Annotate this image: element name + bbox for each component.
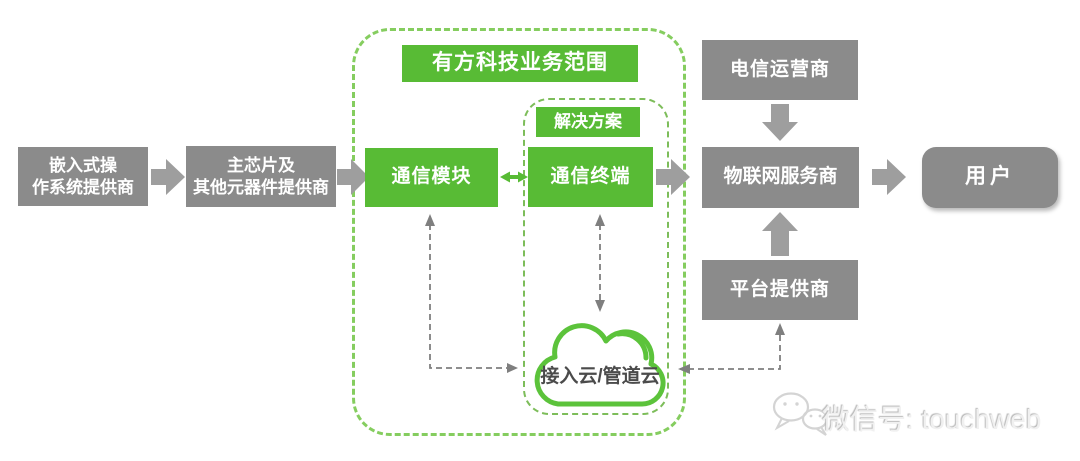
arrow-right-icon [337,159,369,195]
solution-container [523,98,669,415]
arrow-up-icon [762,212,798,256]
solution-title: 解决方案 [536,107,640,137]
node-label: 主芯片及 [227,155,295,175]
cloud-icon [534,323,666,407]
arrow-down-icon [762,104,798,141]
business-scope-title: 有方科技业务范围 [402,45,638,82]
node-user: 用户 [922,147,1058,208]
node-embedded-os-provider: 嵌入式操 作系统提供商 [18,147,148,206]
cloud-label: 接入云/管道云 [540,366,660,387]
node-telecom-operator: 电信运营商 [702,40,858,100]
node-label: 作系统提供商 [32,177,134,197]
connector-module-cloud [425,214,518,373]
node-chip-provider: 主芯片及 其他元器件提供商 [186,146,336,207]
node-platform-provider: 平台提供商 [702,260,858,320]
arrow-right-icon [656,159,690,195]
watermark-text: 微信号: touchweb [822,404,1042,435]
double-arrow-icon [500,171,528,183]
node-label: 嵌入式操 [49,155,117,175]
business-scope-container [352,28,686,436]
arrow-right-icon [872,159,906,195]
node-comm-module: 通信模块 [365,148,498,207]
node-label: 其他元器件提供商 [193,177,329,197]
connector-terminal-cloud [595,214,605,312]
connector-cloud-platform [678,323,785,374]
node-iot-service-provider: 物联网服务商 [702,147,859,208]
node-comm-terminal: 通信终端 [528,147,653,207]
arrow-right-icon [151,159,185,195]
wechat-icon [772,392,829,436]
